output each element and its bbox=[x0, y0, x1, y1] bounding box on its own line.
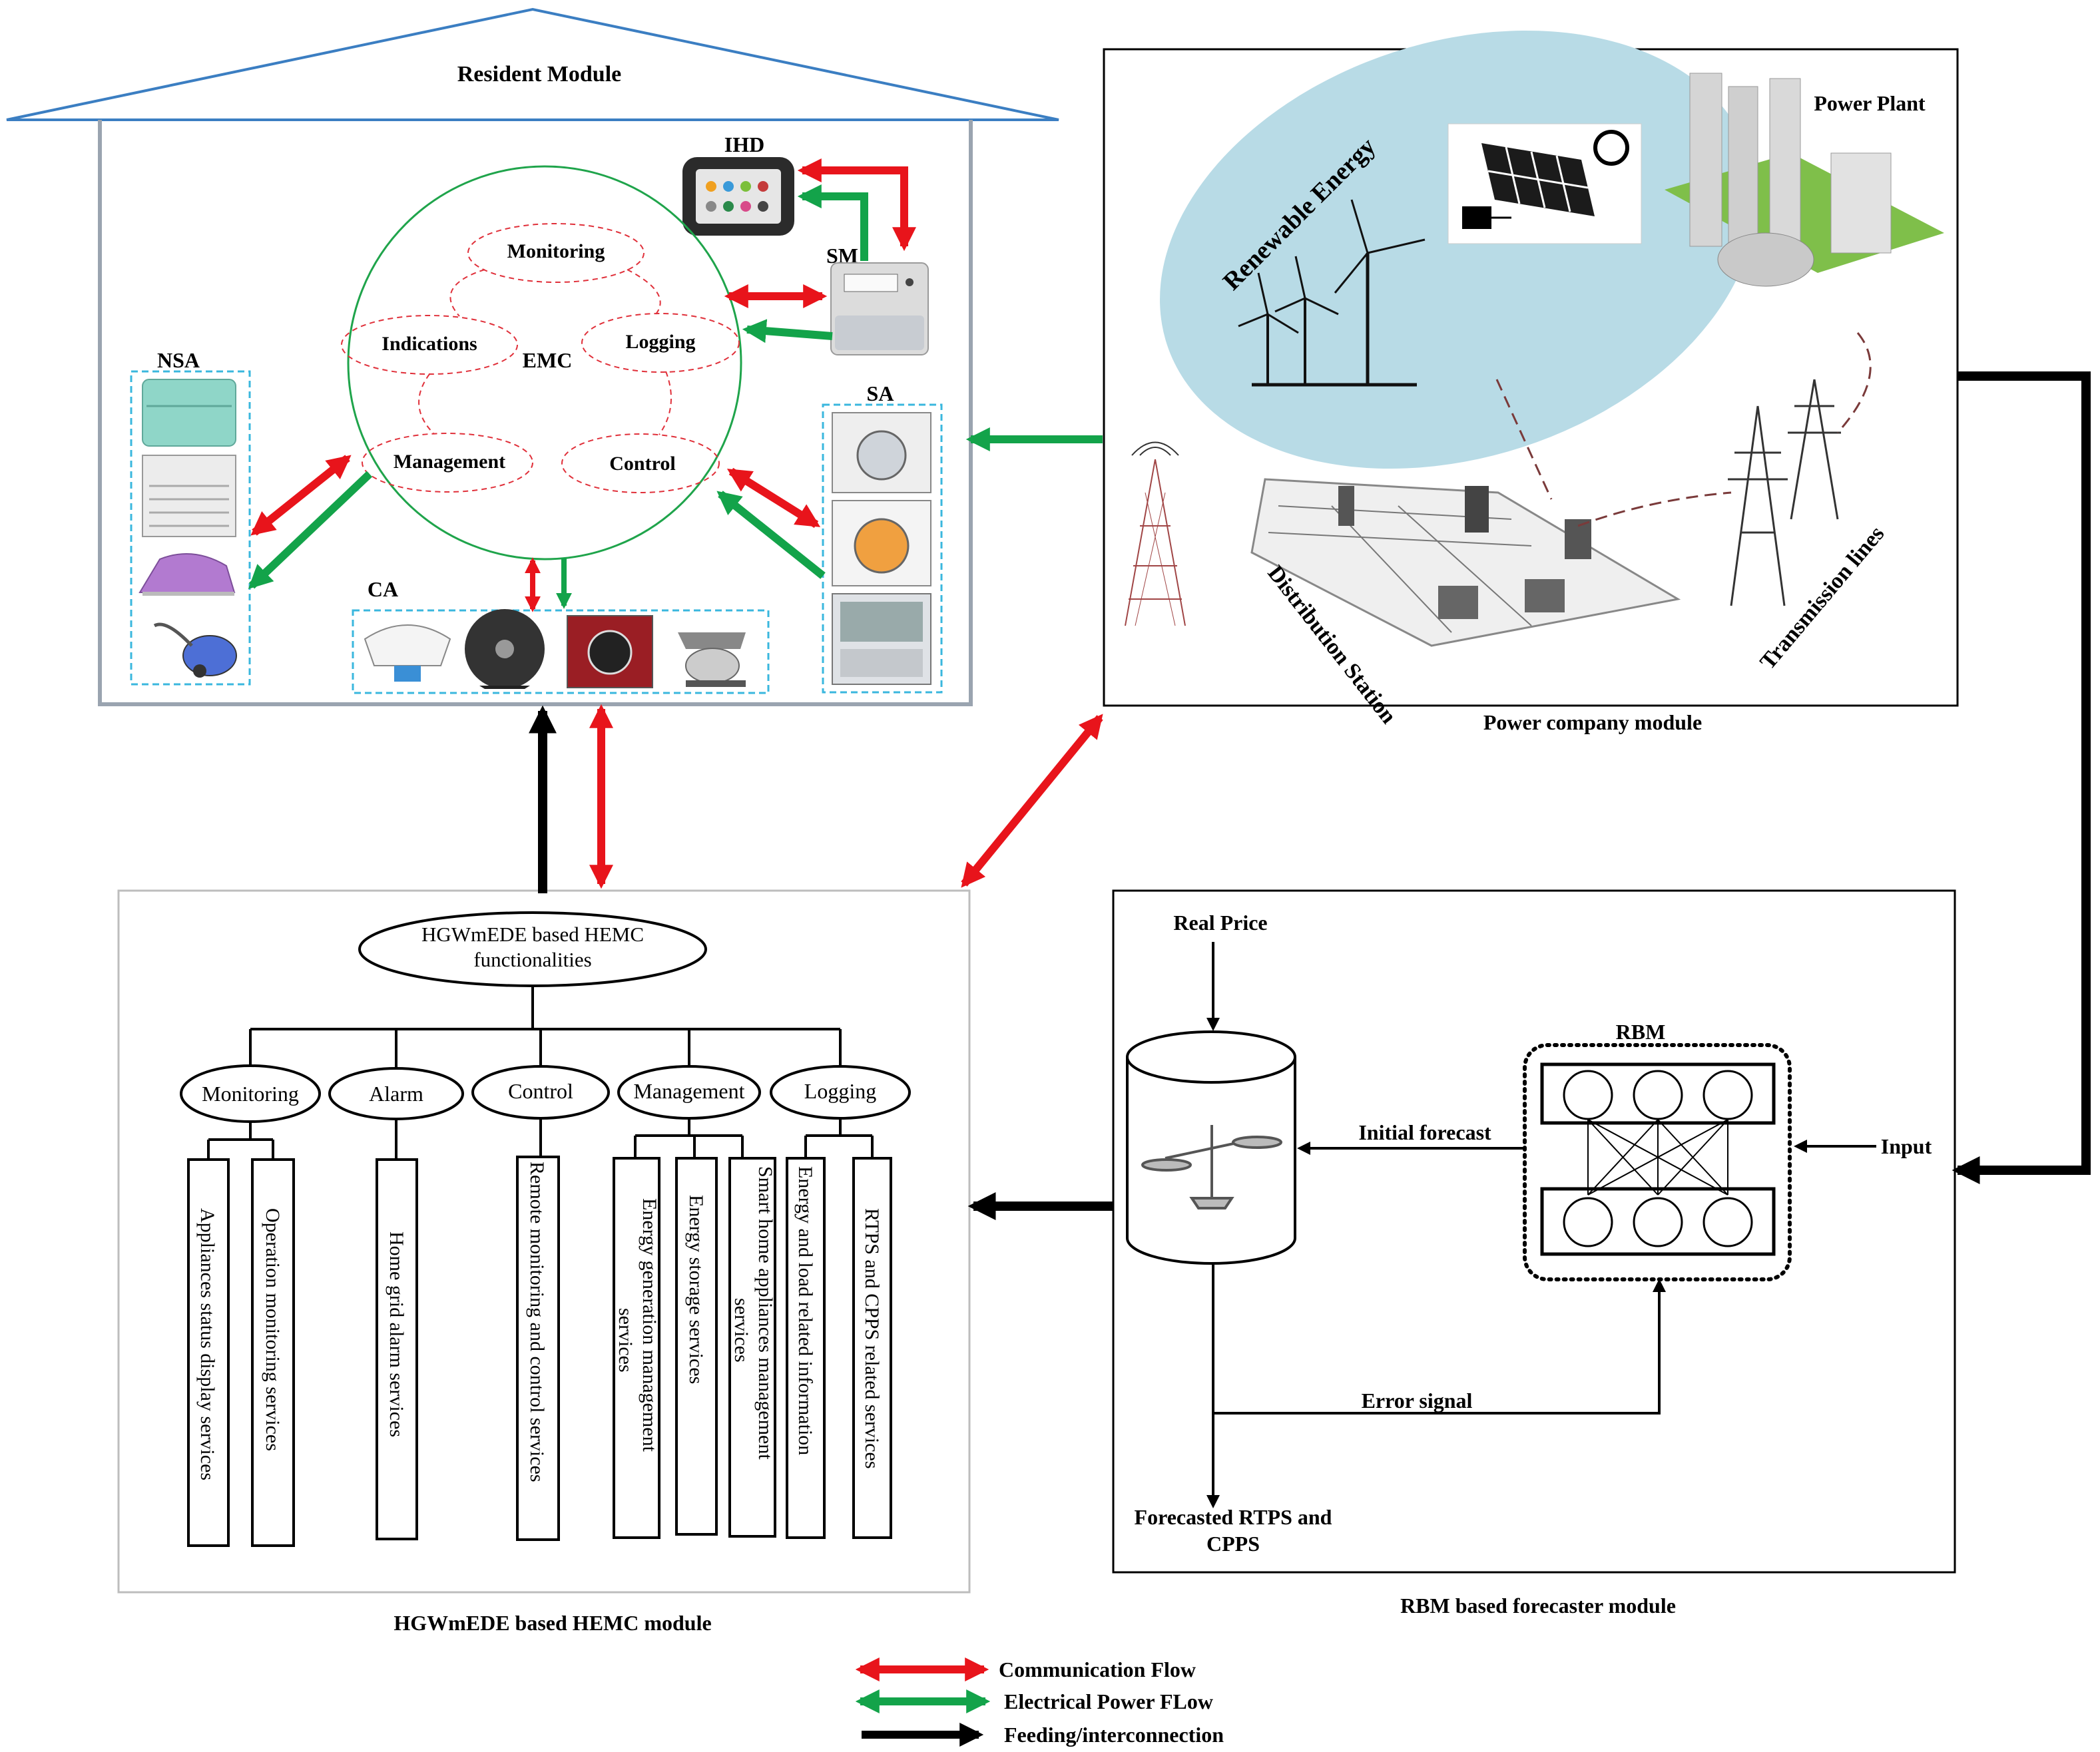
service-home-grid-alarm: Home grid alarm services bbox=[386, 1231, 407, 1437]
house-roof bbox=[6, 7, 1059, 121]
rbm-connections bbox=[1587, 1119, 1728, 1196]
category-management: Management bbox=[633, 1079, 744, 1103]
vacuum-cleaner-icon bbox=[153, 622, 237, 678]
bubble-control: Control bbox=[609, 453, 675, 475]
service-energy-generation-1: Energy generation management bbox=[639, 1198, 660, 1452]
bubble-logging: Logging bbox=[625, 331, 695, 353]
bubble-management: Management bbox=[394, 451, 505, 473]
dryer-icon bbox=[832, 500, 931, 586]
initial-forecast-label: Initial forecast bbox=[1358, 1120, 1491, 1144]
input-label: Input bbox=[1881, 1134, 1932, 1158]
ihd-label: IHD bbox=[724, 132, 764, 156]
bubble-monitoring: Monitoring bbox=[507, 240, 605, 262]
hemc-module: HGWmEDE based HEMC functionalities bbox=[117, 889, 971, 1635]
balance-scale-icon bbox=[1141, 1125, 1282, 1209]
stove-icon bbox=[567, 615, 653, 688]
service-appliances-status: Appliances status display services bbox=[196, 1208, 218, 1480]
legend-feeding-label: Feeding/interconnection bbox=[1004, 1723, 1224, 1747]
power-plant-label: Power Plant bbox=[1814, 91, 1926, 115]
legend-electrical-label: Electrical Power FLow bbox=[1004, 1689, 1213, 1713]
hemc-root-line1: HGWmEDE based HEMC bbox=[421, 923, 644, 946]
forecast-output-line2: CPPS bbox=[1206, 1532, 1260, 1556]
electrical-arrows bbox=[248, 184, 1103, 609]
hemc-caption: HGWmEDE based HEMC module bbox=[394, 1611, 711, 1635]
emc-label: EMC bbox=[523, 348, 573, 372]
category-logging: Logging bbox=[804, 1079, 876, 1103]
ihd-device-icon bbox=[682, 157, 794, 236]
service-operation-monitoring: Operation monitoring services bbox=[262, 1208, 284, 1451]
lamp-icon bbox=[364, 624, 451, 682]
error-signal-label: Error signal bbox=[1362, 1389, 1473, 1413]
fan-icon bbox=[465, 609, 545, 689]
smart-meter-icon bbox=[830, 262, 929, 355]
nsa-label: NSA bbox=[157, 348, 200, 372]
ca-box bbox=[352, 609, 770, 694]
service-rtps-cpps: RTPS and CPPS related services bbox=[861, 1208, 883, 1469]
emc-circle bbox=[347, 165, 742, 560]
error-signal-arrow bbox=[1213, 1279, 1666, 1415]
service-remote-monitoring: Remote monitoring and control services bbox=[526, 1162, 548, 1482]
forecast-output-line1: Forecasted RTPS and bbox=[1135, 1505, 1332, 1529]
house-walls bbox=[98, 120, 973, 706]
power-company-module: Renewable Energy Power Plant bbox=[1103, 30, 1959, 734]
iron-icon bbox=[138, 553, 236, 596]
service-boxes bbox=[187, 1156, 892, 1547]
power-plant-icon bbox=[1665, 73, 1944, 287]
legend-communication-label: Communication Flow bbox=[999, 1657, 1196, 1681]
ca-label: CA bbox=[368, 577, 398, 601]
legend: Communication Flow Electrical Power FLow… bbox=[855, 1657, 1224, 1747]
rbm-label: RBM bbox=[1616, 1020, 1666, 1044]
sa-box bbox=[822, 403, 943, 694]
communication-tower-icon bbox=[1125, 441, 1186, 626]
distribution-station-icon bbox=[1250, 478, 1681, 647]
sa-label: SA bbox=[867, 381, 894, 405]
ca-appliances bbox=[364, 609, 746, 689]
nsa-appliances bbox=[138, 379, 237, 678]
washing-machine-icon bbox=[832, 412, 931, 493]
resident-title: Resident Module bbox=[457, 62, 622, 87]
communication-arrows bbox=[250, 158, 1103, 889]
wind-turbines-icon bbox=[1238, 199, 1426, 387]
hemc-tree-lines bbox=[207, 986, 874, 1160]
service-smart-home-1: Smart home appliances management bbox=[754, 1166, 776, 1460]
service-smart-home-2: services bbox=[730, 1298, 752, 1363]
hemc-category-nodes bbox=[180, 1064, 911, 1123]
service-energy-load: Energy and load related information bbox=[794, 1166, 816, 1455]
category-alarm: Alarm bbox=[369, 1082, 423, 1106]
air-conditioner-icon bbox=[142, 455, 236, 537]
dishwasher-icon bbox=[832, 593, 931, 685]
service-energy-generation-2: services bbox=[615, 1308, 637, 1373]
category-monitoring: Monitoring bbox=[202, 1082, 299, 1106]
bubble-indications: Indications bbox=[382, 333, 477, 355]
rbm-caption: RBM based forecaster module bbox=[1400, 1594, 1676, 1618]
feeding-arrows bbox=[529, 371, 2091, 1220]
power-link-lines bbox=[1495, 332, 1872, 527]
refrigerator-icon bbox=[142, 379, 236, 447]
mixer-icon bbox=[678, 632, 746, 687]
power-company-caption: Power company module bbox=[1483, 710, 1702, 734]
transmission-towers-icon bbox=[1728, 379, 1841, 606]
emc-bubbles bbox=[341, 223, 740, 493]
solar-panel-icon bbox=[1447, 123, 1642, 244]
sa-appliances bbox=[832, 412, 931, 685]
rbm-module: Real Price RBM bbox=[1112, 889, 1956, 1618]
service-energy-storage: Energy storage services bbox=[685, 1195, 707, 1384]
real-price-label: Real Price bbox=[1173, 911, 1267, 935]
rbm-box bbox=[1112, 889, 1956, 1574]
rbm-units bbox=[1563, 1070, 1753, 1247]
resident-module: Resident Module IHD SM EMC bbox=[6, 7, 1059, 706]
nsa-box bbox=[130, 370, 251, 686]
hemc-root-line2: functionalities bbox=[473, 948, 591, 971]
category-control: Control bbox=[508, 1079, 573, 1103]
